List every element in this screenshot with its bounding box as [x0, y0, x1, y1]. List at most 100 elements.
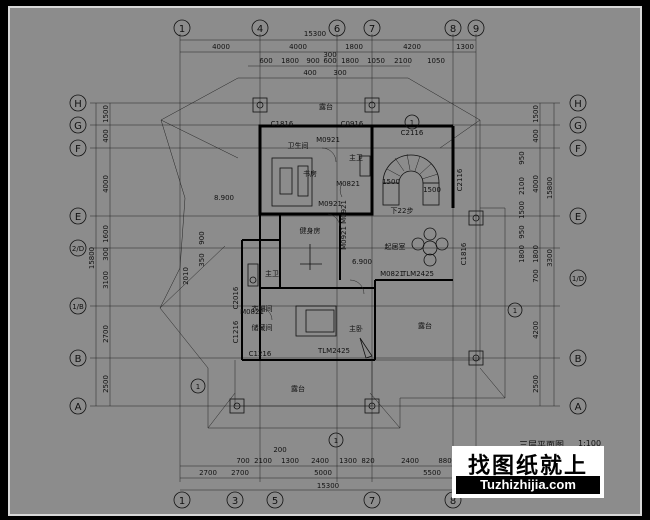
room-living: 起居室	[385, 242, 406, 251]
label-c1816-top: C1816	[271, 120, 294, 128]
svg-text:1: 1	[410, 119, 414, 127]
label-c1216: C1216	[249, 350, 272, 358]
axis-bottom-5: 5	[272, 496, 278, 507]
bottom-dimensions: 700 2100 1300 2400 1300 820 2400 880 270…	[199, 446, 452, 490]
label-el-b: 6.900	[352, 258, 372, 266]
label-c1216b: C1216	[232, 320, 240, 343]
section-markers: 1 1 1 1	[190, 114, 523, 448]
room-closet: 衣帽间	[252, 304, 273, 313]
opening-labels: C1816 C0916 C2116 M0921 M0821 M0921 C211…	[214, 120, 468, 358]
dim-top-r2-0: 600	[259, 57, 272, 65]
room-terrace-north: 露台	[319, 102, 333, 111]
dim-top-overall: 15300	[304, 30, 326, 38]
room-terrace-east: 露台	[418, 321, 432, 330]
axis-right-B: B	[575, 354, 582, 365]
room-bath-north: 主卫	[349, 153, 363, 162]
dim-bot-r1-3: 2400	[311, 457, 329, 465]
axis-bottom-7: 7	[369, 496, 375, 507]
dim-left-0: 1500	[102, 105, 110, 123]
dim-bot-r1-6: 2400	[401, 457, 419, 465]
bottom-axis-bubbles: 1 3 5 7 8	[173, 491, 462, 509]
axis-top-4: 4	[257, 24, 263, 35]
watermark-title: 找图纸就上	[467, 454, 588, 479]
columns	[229, 97, 484, 414]
axis-top-8: 8	[450, 24, 456, 35]
room-master-bedroom: 主卧	[349, 324, 363, 333]
watermark-logo: 找图纸就上 Tuzhizhijia.com	[452, 446, 604, 498]
dim-right-6: 4200	[532, 321, 540, 339]
right-dimensions: 1500 400 4000 3300 1800 700 4200 2500 15…	[518, 105, 554, 393]
dim-left-6: 2700	[102, 325, 110, 343]
room-storage: 储藏间	[252, 323, 273, 332]
grid-lines	[90, 34, 560, 482]
room-study: 书房	[303, 169, 317, 178]
dim-top-r1-4: 1300	[456, 43, 474, 51]
furniture	[247, 155, 449, 359]
dim-right-2: 4000	[532, 175, 540, 193]
axis-right-H: H	[574, 99, 582, 110]
axis-left-F: F	[75, 144, 81, 155]
axis-right-1D: 1/D	[572, 275, 584, 283]
dim-left-outer-0: 2010	[182, 267, 190, 285]
axis-left-E: E	[75, 212, 81, 223]
dim-bot-r1-2: 1300	[281, 457, 299, 465]
watermark-url: Tuzhizhijia.com	[456, 476, 600, 494]
axis-right-F: F	[575, 144, 581, 155]
left-axis-bubbles: H G F E 2/D 1/B B A	[69, 94, 87, 415]
dim-top-r2-6: 2100	[394, 57, 412, 65]
floor-plan-svg: 1 4 6 7 8 9 1 3 5 7 8 H G F E 2/D	[69, 19, 587, 509]
axis-left-G: G	[74, 121, 82, 132]
dim-left-7: 2500	[102, 375, 110, 393]
room-terrace-south: 露台	[291, 384, 305, 393]
axis-left-H: H	[74, 99, 82, 110]
dim-top-r2-1: 1800	[281, 57, 299, 65]
axis-bottom-8: 8	[450, 496, 456, 507]
dimension-lines	[95, 39, 555, 491]
dim-top-r2-3: 600	[323, 57, 336, 65]
dim-left-1: 400	[102, 129, 110, 142]
axis-bottom-3: 3	[232, 496, 238, 507]
svg-text:1: 1	[513, 307, 517, 315]
axis-left-B: B	[75, 354, 82, 365]
plan-scale: 1:100	[578, 439, 602, 448]
dim-right-7: 2500	[532, 375, 540, 393]
label-c2016: C2016	[232, 286, 240, 309]
label-tlm-right: TLM2425	[401, 270, 434, 278]
dim-top-r3-2: 300	[333, 69, 346, 77]
axis-top-7: 7	[369, 24, 375, 35]
dim-bot-r2-3: 5500	[423, 469, 441, 477]
dim-top-r2-2: 900	[306, 57, 319, 65]
label-c2116-top: C2116	[401, 129, 424, 137]
dim-bot-r1-7: 880	[438, 457, 451, 465]
dim-right-0: 1500	[532, 105, 540, 123]
top-dimensions: 15300 4000 4000 1800 4200 1300 600 1800 …	[212, 30, 474, 77]
axis-top-1: 1	[179, 24, 185, 35]
dim-right-3: 3300	[546, 249, 554, 267]
room-master-bath: 主卫	[265, 269, 279, 278]
dim-bot-r1-4: 1300	[339, 457, 357, 465]
dim-left-overall: 15800	[88, 247, 96, 269]
dim-bot-r2-2: 2700	[231, 469, 249, 477]
dim-bot-r2-1: 5000	[314, 469, 332, 477]
axis-top-6: 6	[334, 24, 340, 35]
dim-right-extra-4: 1800	[518, 245, 526, 263]
dim-left-outer-2: 900	[198, 231, 206, 244]
svg-text:1: 1	[334, 437, 338, 445]
axis-bottom-1: 1	[179, 496, 185, 507]
dim-left-2: 4000	[102, 175, 110, 193]
dim-right-4: 1800	[532, 245, 540, 263]
dim-left-3: 1600	[102, 225, 110, 243]
axis-top-9: 9	[473, 24, 479, 35]
dim-bot-r1-0: 700	[236, 457, 249, 465]
floor-plan-drawing: 1 4 6 7 8 9 1 3 5 7 8 H G F E 2/D	[8, 6, 642, 516]
doors	[259, 147, 365, 321]
svg-text:1: 1	[196, 383, 200, 391]
dim-top-r3-1: 400	[303, 69, 316, 77]
dim-right-5: 700	[532, 269, 540, 282]
room-restroom: 卫生间	[288, 141, 309, 150]
dim-bot-note: 200	[273, 446, 286, 454]
right-axis-bubbles: H G F E 1/D B A	[569, 94, 587, 415]
label-m0921c: M0921	[340, 200, 348, 224]
axis-right-E: E	[575, 212, 581, 223]
label-c2116-side: C2116	[456, 168, 464, 191]
